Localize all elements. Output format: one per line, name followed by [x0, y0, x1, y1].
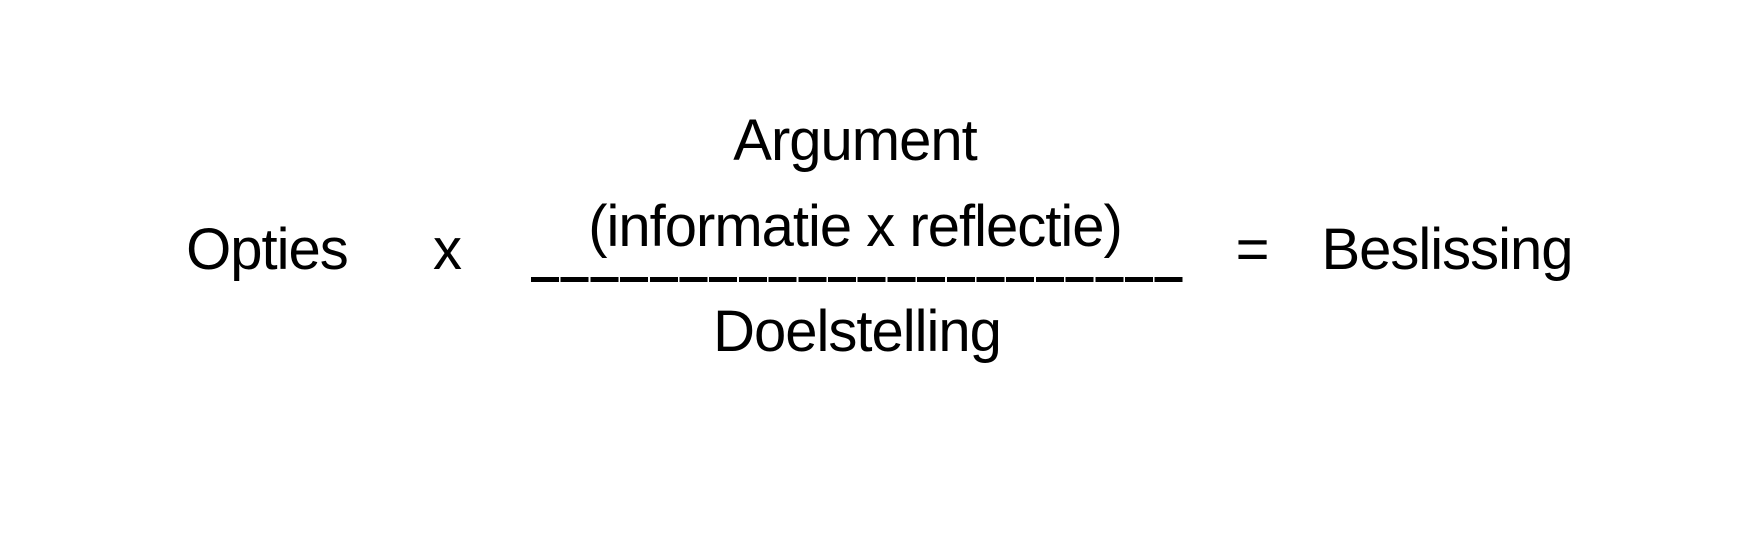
equals-sign: =	[1235, 217, 1270, 282]
fraction-denominator: Doelstelling	[713, 299, 1002, 364]
multiplication-sign: x	[433, 217, 462, 282]
fraction-numerator-title: Argument	[733, 108, 977, 173]
fraction-numerator-detail: (informatie x reflectie)	[588, 194, 1123, 259]
formula-result-beslissing: Beslissing	[1321, 217, 1573, 282]
fraction-bar	[531, 277, 1183, 282]
formula-term-opties: Opties	[186, 217, 349, 282]
